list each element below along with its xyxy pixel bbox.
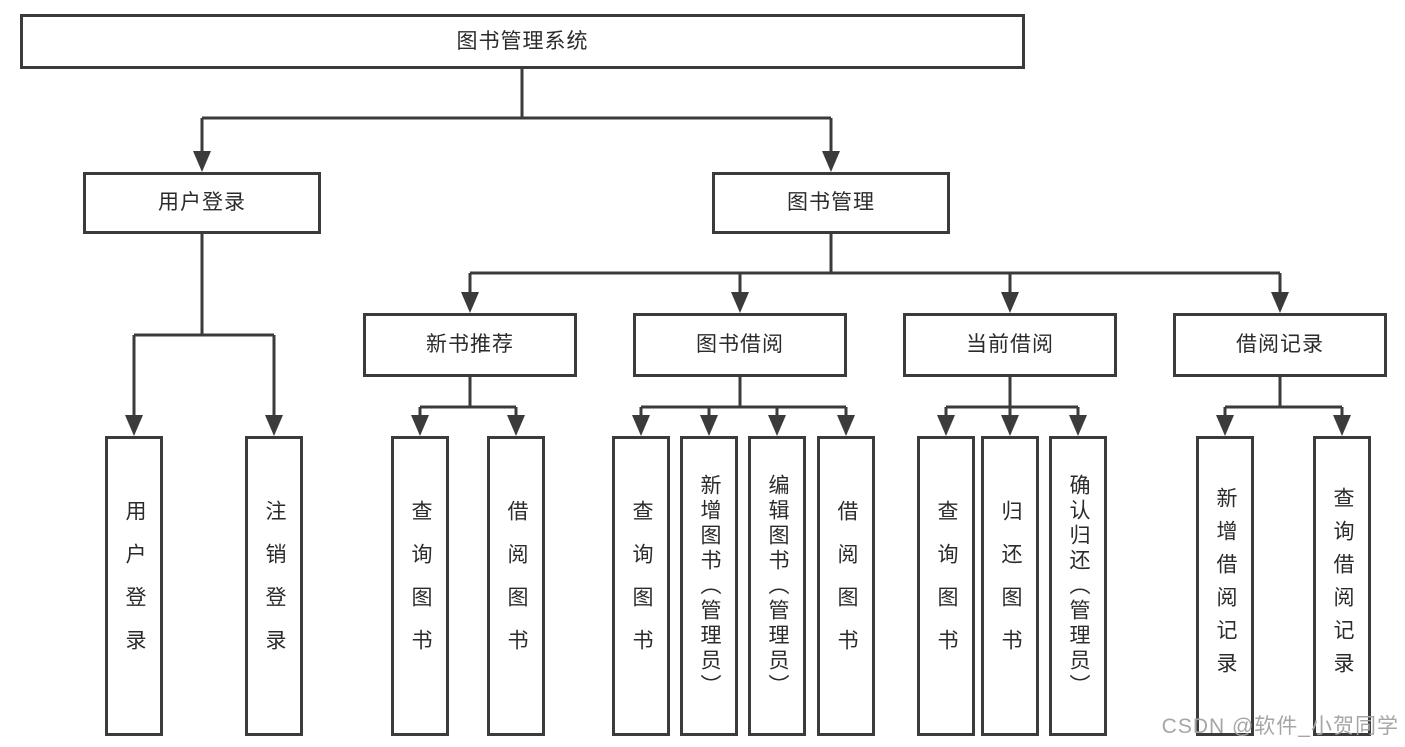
leaf-add-books-admin: 新增图书（管理员） <box>680 436 738 736</box>
leaf-user-login: 用户登录 <box>105 436 163 736</box>
node-new-book-recommendation: 新书推荐 <box>363 313 577 377</box>
arrowhead-icon <box>1069 415 1087 436</box>
leaf-edit-books-admin: 编辑图书（管理员） <box>748 436 806 736</box>
arrowhead-icon <box>265 415 283 436</box>
leaf-return-books: 归还图书 <box>981 436 1039 736</box>
arrowhead-icon <box>411 415 429 436</box>
arrowhead-icon <box>768 415 786 436</box>
arrowhead-icon <box>1333 415 1351 436</box>
csdn-watermark: CSDN @软件_小贺同学 <box>1161 715 1399 738</box>
arrowhead-icon <box>731 292 749 313</box>
leaf-borrow-books-borrowing: 借阅图书 <box>817 436 875 736</box>
arrowhead-icon <box>937 415 955 436</box>
arrowhead-icon <box>632 415 650 436</box>
leaf-query-books-current: 查询图书 <box>917 436 975 736</box>
arrowhead-icon <box>822 151 840 172</box>
leaf-borrow-books-recommend: 借阅图书 <box>487 436 545 736</box>
arrowhead-icon <box>700 415 718 436</box>
arrowhead-icon <box>1216 415 1234 436</box>
leaf-confirm-return-admin: 确认归还（管理员） <box>1049 436 1107 736</box>
node-user-login: 用户登录 <box>83 172 321 234</box>
arrowhead-icon <box>461 292 479 313</box>
node-root-library-system: 图书管理系统 <box>20 14 1025 69</box>
arrowhead-icon <box>1001 292 1019 313</box>
leaf-query-borrow-record: 查询借阅记录 <box>1313 436 1371 736</box>
leaf-query-books-recommend: 查询图书 <box>391 436 449 736</box>
arrowhead-icon <box>837 415 855 436</box>
arrowhead-icon <box>507 415 525 436</box>
node-current-borrowing: 当前借阅 <box>903 313 1117 377</box>
node-book-borrowing: 图书借阅 <box>633 313 847 377</box>
arrowhead-icon <box>1001 415 1019 436</box>
arrowhead-icon <box>1271 292 1289 313</box>
leaf-logout: 注销登录 <box>245 436 303 736</box>
node-borrowing-records: 借阅记录 <box>1173 313 1387 377</box>
leaf-query-books-borrowing: 查询图书 <box>612 436 670 736</box>
leaf-add-borrow-record: 新增借阅记录 <box>1196 436 1254 736</box>
node-book-management: 图书管理 <box>712 172 950 234</box>
arrowhead-icon <box>193 151 211 172</box>
arrowhead-icon <box>125 415 143 436</box>
